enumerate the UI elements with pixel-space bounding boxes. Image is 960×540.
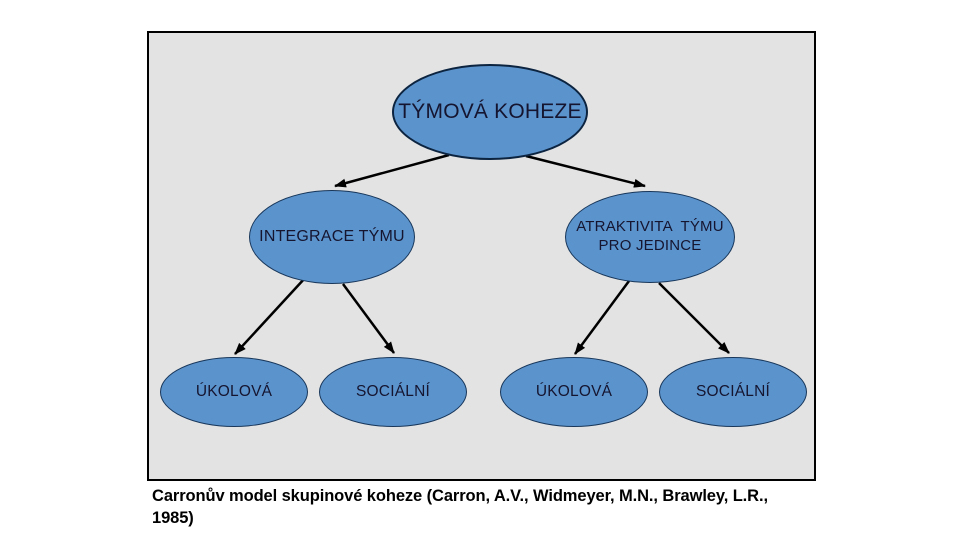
- node-label: ÚKOLOVÁ: [195, 383, 273, 401]
- node-ukolova-left: ÚKOLOVÁ: [160, 357, 308, 427]
- edge-integration-social_left: [341, 283, 396, 354]
- node-socialni-left: SOCIÁLNÍ: [319, 357, 467, 427]
- node-atraktivita-tymu-pro-jedince: ATRAKTIVITA TÝMU PRO JEDINCE: [565, 191, 735, 283]
- slide-caption: Carronův model skupinové koheze (Carron,…: [152, 485, 768, 530]
- node-label: ÚKOLOVÁ: [535, 383, 613, 401]
- node-integrace-tymu: INTEGRACE TÝMU: [249, 190, 415, 284]
- node-label: INTEGRACE TÝMU: [259, 228, 405, 245]
- node-label-line2: PRO JEDINCE: [598, 237, 702, 254]
- node-label: SOCIÁLNÍ: [356, 383, 430, 401]
- node-ukolova-right: ÚKOLOVÁ: [500, 357, 648, 427]
- caption-line2: 1985): [152, 509, 194, 528]
- node-label: SOCIÁLNÍ: [696, 383, 770, 401]
- edge-attractiveness-task_right: [573, 280, 631, 355]
- caption-line1: Carronův model skupinové koheze (Carron,…: [152, 487, 768, 505]
- edge-root-attractiveness: [525, 154, 646, 188]
- node-tymova-koheze: TÝMOVÁ KOHEZE: [392, 64, 588, 160]
- edge-attractiveness-social_right: [658, 282, 730, 354]
- edge-root-integration: [334, 153, 450, 188]
- edge-integration-task_left: [234, 277, 306, 355]
- node-socialni-right: SOCIÁLNÍ: [659, 357, 807, 427]
- node-label: TÝMOVÁ KOHEZE: [398, 99, 582, 123]
- node-label-line1: ATRAKTIVITA TÝMU: [576, 218, 724, 236]
- slide-canvas: TÝMOVÁ KOHEZE INTEGRACE TÝMU ATRAKTIVITA…: [147, 31, 816, 481]
